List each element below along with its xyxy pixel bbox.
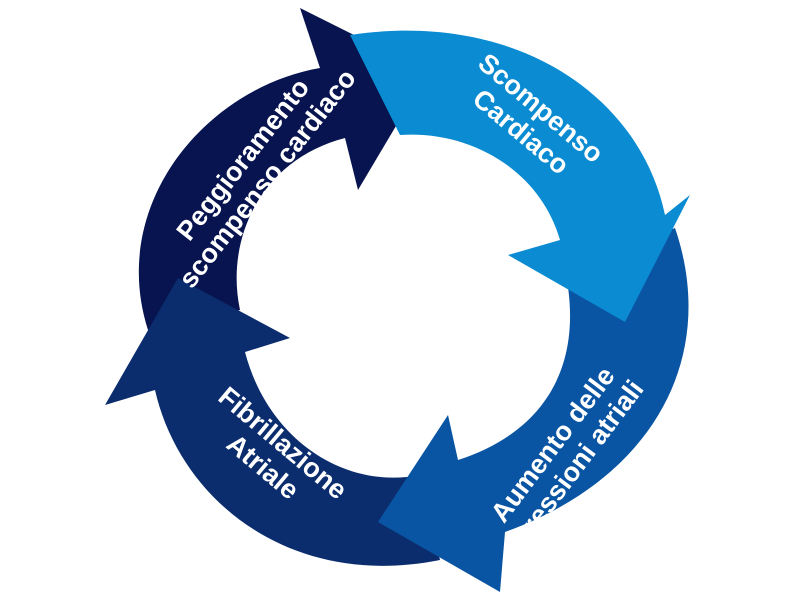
cycle-arrow-worsening-heart-failure	[138, 8, 428, 330]
cycle-arrow-atrial-fibrillation	[105, 278, 440, 566]
cycle-arrow-heart-failure	[350, 30, 690, 322]
cycle-arrow-increased-atrial-pressure	[378, 228, 689, 592]
